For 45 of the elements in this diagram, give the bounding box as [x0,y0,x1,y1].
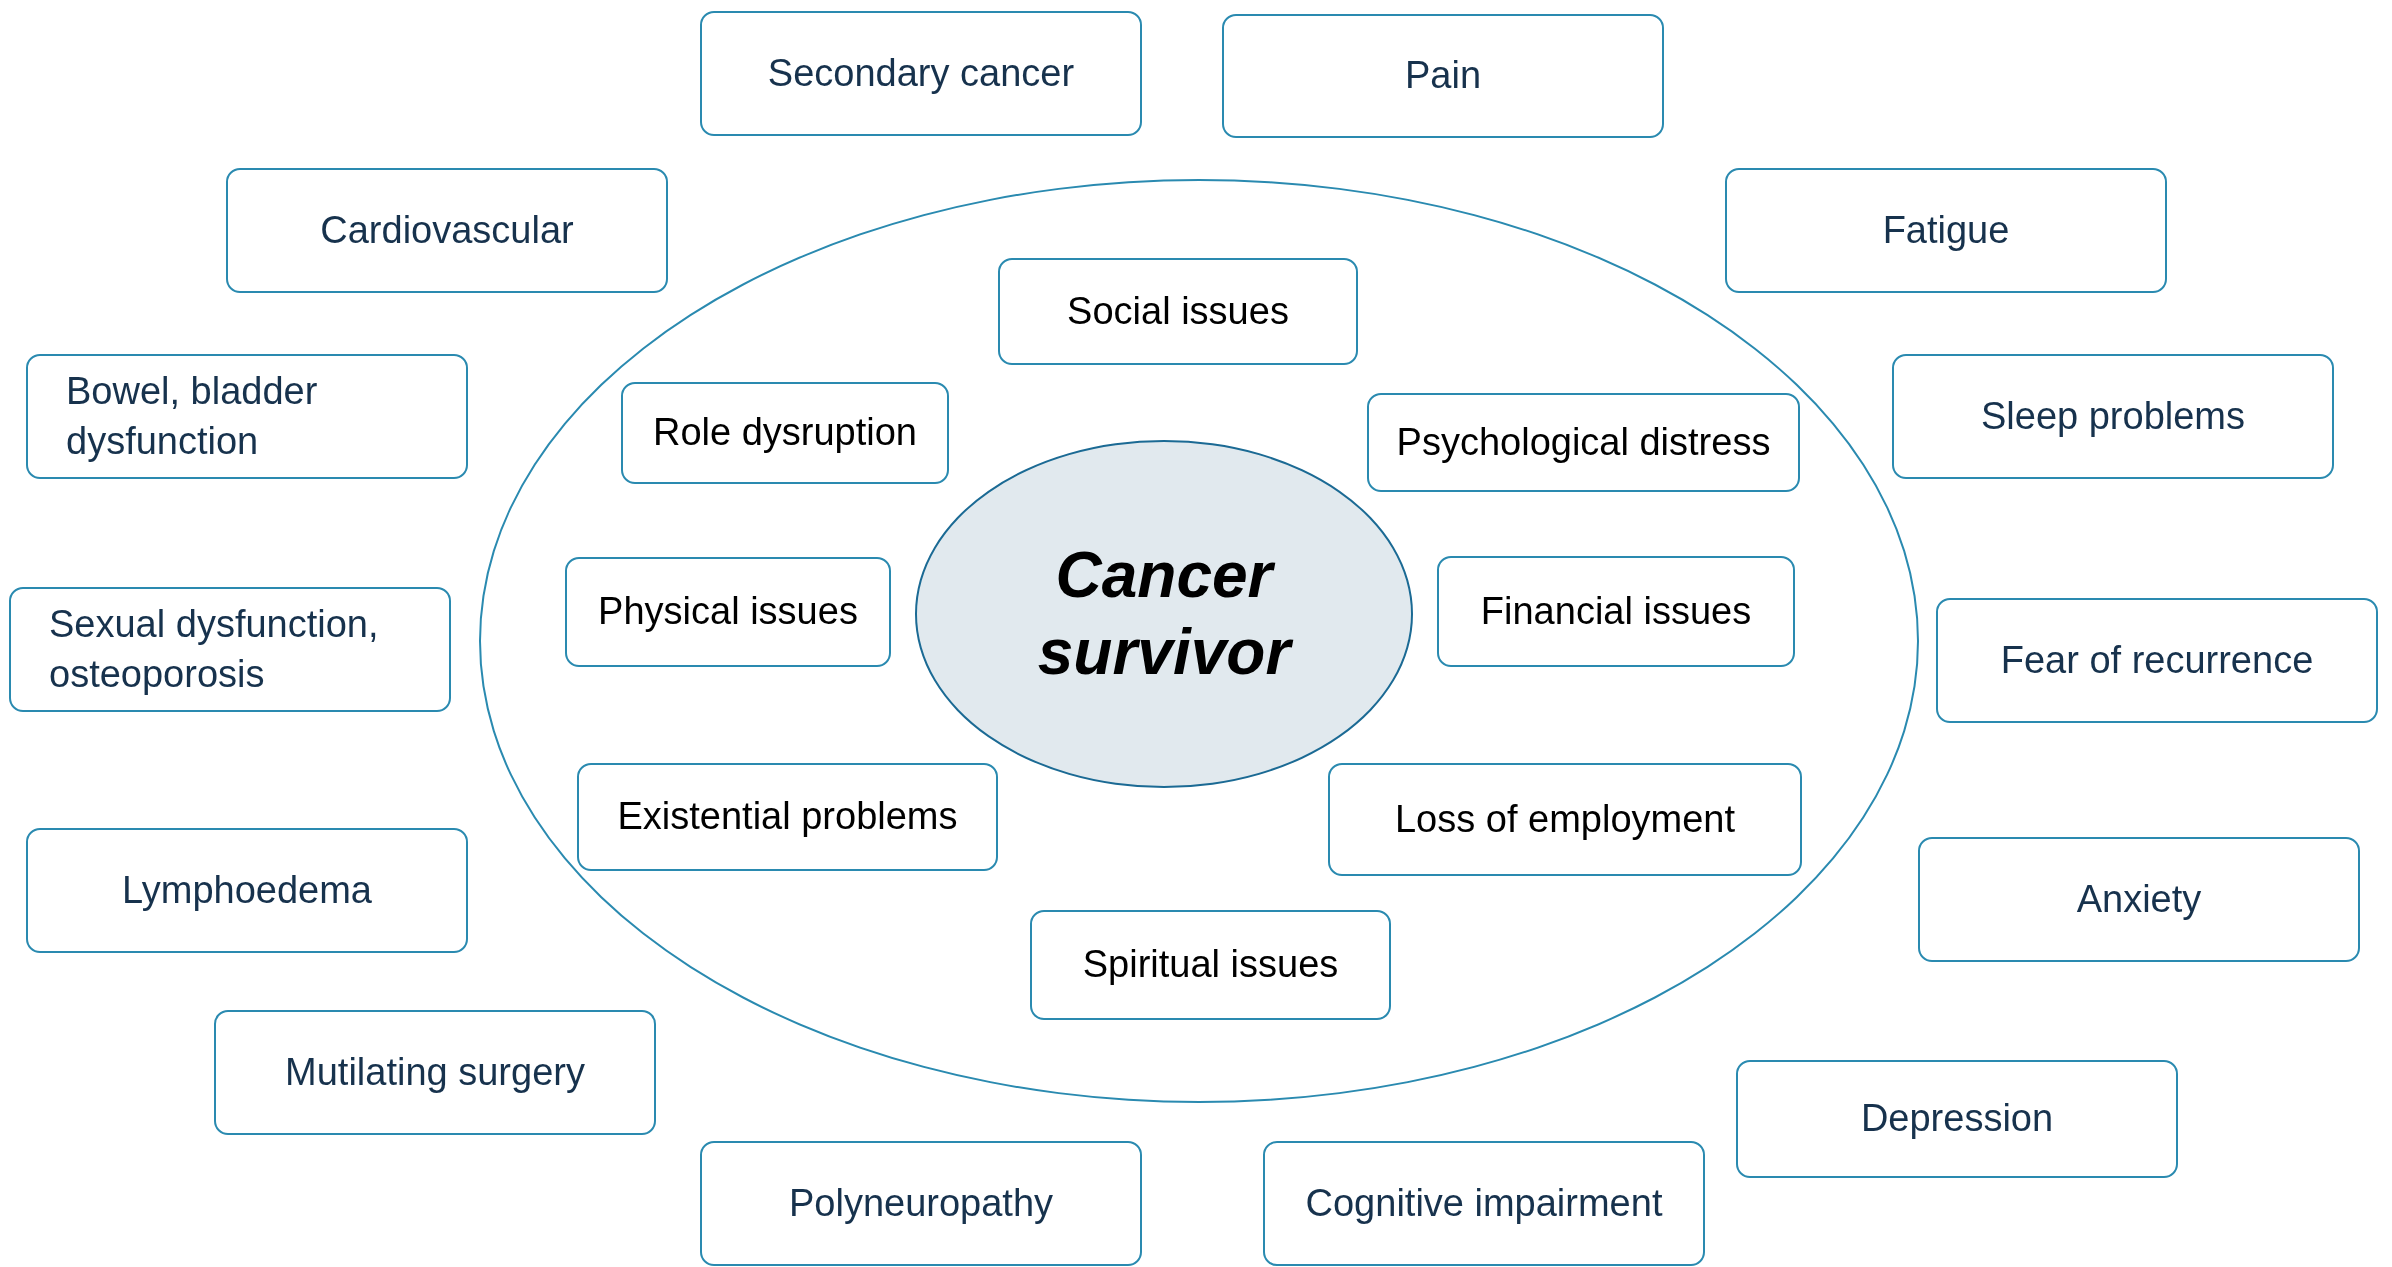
topic-label: Anxiety [2076,876,2202,922]
topic-box [1437,556,1795,667]
topic-label: Fatigue [1882,207,2010,253]
topic-label: Cardiovascular [320,207,574,253]
topic-box [1263,1141,1705,1266]
topic-box [1918,837,2360,962]
topic-label: Secondary cancer [767,50,1075,96]
topic-label: Financial issues [1480,588,1752,634]
topic-label: Lymphoedema [122,867,372,913]
topic-label: Sleep problems [1980,393,2245,439]
topic-label: Psychological distress [1396,419,1771,465]
topic-box [26,354,468,479]
topic-box [700,11,1142,136]
center-label: Cancer survivor [1014,537,1314,691]
topic-box [1892,354,2334,479]
topic-box [1222,14,1664,138]
topic-box [1030,910,1391,1020]
topic-box [26,828,468,953]
topic-label: Pain [1404,53,1482,99]
topic-label: Social issues [1067,288,1289,334]
topic-label: Bowel, bladder dysfunction [66,369,319,464]
topic-label: Sexual dysfunction, osteoporosis [49,602,380,697]
topic-box [998,258,1358,365]
topic-label: Cognitive impairment [1305,1180,1663,1226]
topic-box [565,557,891,667]
topic-box [700,1141,1142,1266]
topic-label: Physical issues [598,589,858,635]
topic-label: Spiritual issues [1082,942,1339,988]
topic-label: Depression [1860,1096,2054,1142]
topic-label: Fear of recurrence [2000,637,2314,683]
topic-box [577,763,998,871]
topic-label: Polyneuropathy [788,1180,1054,1226]
topic-box [9,587,451,712]
topic-box [1328,763,1802,876]
topic-box [226,168,668,293]
topic-label: Role dysruption [652,410,917,456]
topic-label: Existential problems [617,794,958,840]
topic-box [1367,393,1800,492]
topic-box [621,382,949,484]
topic-label: Loss of employment [1394,796,1736,842]
topic-label: Mutilating surgery [285,1049,585,1095]
topic-box [214,1010,656,1135]
topic-box [1725,168,2167,293]
topic-box [1736,1060,2178,1178]
topic-box [1936,598,2378,723]
